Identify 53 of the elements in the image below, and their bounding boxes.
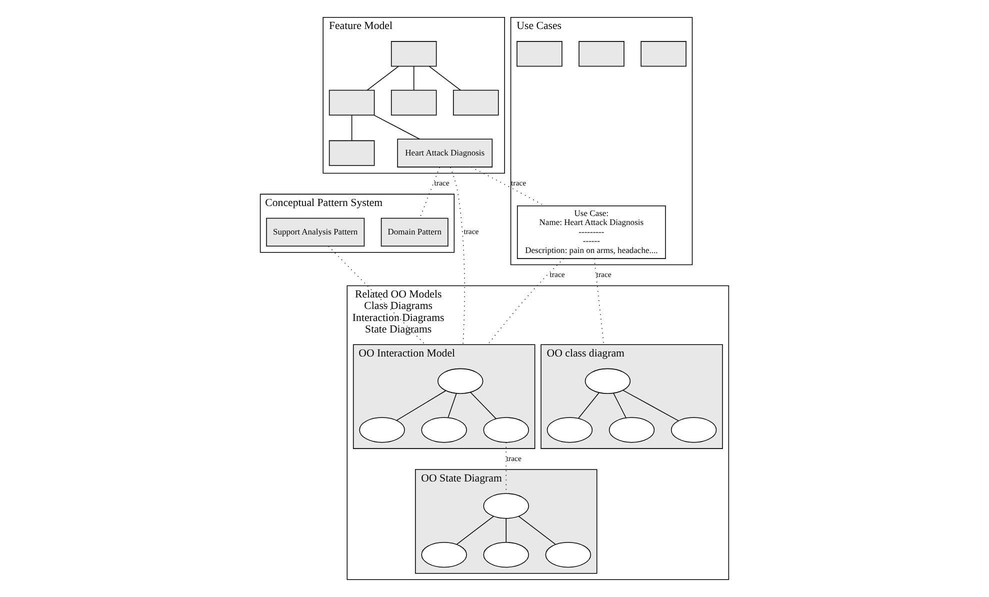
connector: [450, 167, 465, 346]
node-ellipse: [438, 368, 484, 394]
connector: [396, 390, 446, 421]
node-box: [453, 90, 499, 116]
edge-label: trace: [434, 178, 450, 188]
cluster: OO State Diagram: [415, 469, 598, 574]
node-ellipse: [421, 542, 467, 568]
node-box: [640, 41, 686, 67]
cluster: OO Interaction Model: [352, 344, 536, 449]
node-box: Heart Attack Diagnosis: [397, 138, 493, 168]
connector: [622, 390, 679, 422]
connector: [413, 66, 414, 90]
connector: [428, 66, 461, 91]
cluster: OO class diagram: [540, 344, 723, 449]
node-box: [578, 41, 624, 67]
node-box: [328, 140, 375, 166]
connector: [366, 66, 399, 91]
edge-label: trace: [464, 227, 479, 236]
node-box: Support Analysis Pattern: [266, 218, 365, 247]
connector: [506, 518, 507, 543]
connector: [470, 166, 545, 206]
node-ellipse: [546, 417, 593, 443]
edge-label: trace: [506, 454, 522, 463]
node-ellipse: [584, 368, 631, 394]
edge-label: trace: [550, 270, 565, 280]
node-ellipse: [608, 417, 655, 443]
node-box: [516, 41, 562, 67]
connector: [351, 114, 352, 141]
node-ellipse: [483, 417, 529, 443]
connector: [487, 258, 564, 346]
node-box: Domain Pattern: [380, 218, 448, 247]
connector: [328, 246, 426, 346]
node-ellipse: [483, 542, 529, 568]
connector: [613, 392, 626, 418]
node-ellipse: [545, 542, 592, 568]
connector: [594, 258, 604, 346]
connector: [518, 516, 556, 545]
connector: [470, 392, 496, 420]
node-box: Use Case: Name: Heart Attack Diagnosis --------- ------ Description: pain on arms, headache....: [516, 205, 666, 259]
connector: [456, 516, 494, 545]
node-ellipse: [421, 417, 467, 443]
edge-label: trace: [511, 178, 526, 188]
node-box: [390, 41, 437, 67]
connector: [374, 114, 420, 140]
node-ellipse: [359, 417, 405, 443]
connector: [578, 392, 600, 419]
node-ellipse: [670, 417, 717, 443]
node-ellipse: [483, 493, 529, 519]
edge-label: trace: [596, 270, 612, 280]
connector: [448, 392, 457, 418]
node-box: [390, 90, 437, 116]
connector: [419, 167, 440, 218]
node-box: [328, 90, 375, 116]
